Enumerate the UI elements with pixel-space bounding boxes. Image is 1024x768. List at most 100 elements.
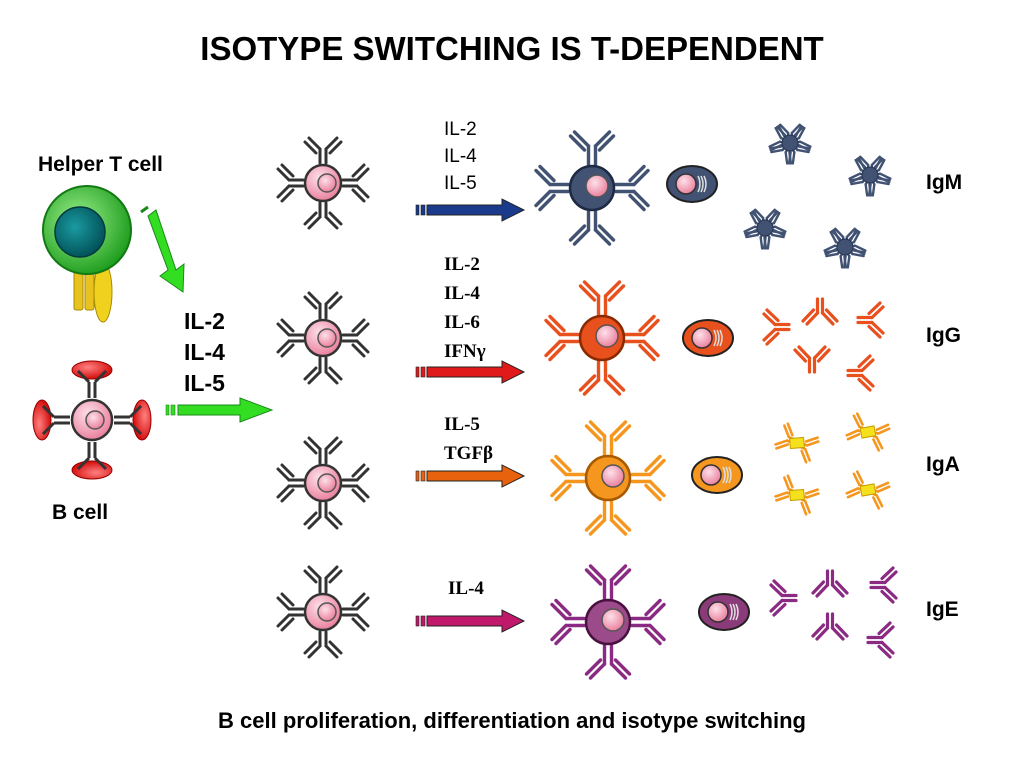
membrane-receptor [584, 644, 632, 680]
membrane-receptor [624, 314, 660, 362]
activated-b-cell [544, 280, 660, 396]
helper-cell-nucleus [54, 206, 106, 258]
cytokine-label: IL-2 [184, 308, 225, 334]
membrane-receptor [276, 592, 305, 632]
cytokine-arrow [415, 198, 526, 222]
b-cell-label: B cell [52, 501, 109, 524]
membrane-receptor [534, 164, 570, 212]
membrane-receptor [276, 318, 305, 358]
row-igm-cytokines: IL-2 IL-4 IL-5 [444, 116, 477, 197]
cell-nucleus [317, 328, 337, 348]
helper-t-cell [42, 185, 132, 323]
row-igg-cytokines: IL-2 IL-4 IL-6 IFNγ [444, 250, 486, 366]
antigen-tip [71, 460, 113, 480]
isotype-row-igg [276, 280, 734, 396]
isotype-row-iga [276, 420, 743, 536]
cytokine-label: TGFβ [444, 443, 494, 464]
naive-b-cell [276, 565, 370, 659]
cytokine-label: IL-5 [184, 370, 225, 396]
igg-antibody [762, 308, 791, 346]
igm-pentamer [823, 227, 867, 269]
cell-nucleus [317, 602, 337, 622]
page-title: ISOTYPE SWITCHING IS T-DEPENDENT [200, 30, 824, 67]
ige-antibody [811, 569, 849, 598]
membrane-receptor [303, 436, 343, 465]
helper-t-cell-label: Helper T cell [38, 153, 163, 176]
cytokine-arrow [415, 360, 526, 384]
igm-pentamer [768, 123, 812, 165]
cell-nucleus [601, 608, 625, 632]
isotype-label-igg: IgG [926, 324, 961, 347]
iga-dimer [774, 474, 820, 516]
cytokine-label: IL-4 [184, 339, 225, 365]
iga-dimer [774, 422, 820, 464]
membrane-receptor [341, 463, 370, 503]
membrane-receptor [584, 564, 632, 600]
isotype-label-ige: IgE [926, 598, 959, 621]
membrane-receptor [341, 318, 370, 358]
secreted-igg [762, 297, 885, 392]
iga-dimer [845, 412, 891, 452]
secreted-igm [743, 123, 892, 269]
membrane-receptor [584, 500, 632, 536]
antigen-tip [71, 360, 113, 380]
membrane-receptor [276, 463, 305, 503]
naive-b-cell [276, 436, 370, 530]
ige-antibody [811, 612, 849, 641]
cell-nucleus [317, 173, 337, 193]
green-diagonal-arrow [140, 205, 185, 293]
activated-b-cell [550, 564, 666, 680]
isotype-label-igm: IgM [926, 171, 963, 194]
igg-antibody [801, 297, 839, 326]
membrane-receptor [584, 420, 632, 456]
membrane-receptor [303, 136, 343, 165]
membrane-receptor [544, 314, 580, 362]
naive-b-cell [276, 291, 370, 385]
membrane-receptor [71, 442, 113, 480]
membrane-receptor [303, 201, 343, 230]
membrane-receptor [578, 280, 626, 316]
cytokine-label: IL-4 [448, 578, 484, 599]
ige-antibody [866, 621, 895, 659]
igm-pentamer [848, 155, 892, 197]
cytokine-label: IL-4 [444, 283, 480, 304]
cytokine-label: IL-5 [444, 173, 477, 194]
secreted-ige [769, 566, 898, 659]
row-iga-cytokines: IL-5 TGFβ [444, 410, 493, 468]
b-cell [32, 360, 152, 480]
plasma-cell [698, 593, 750, 631]
isotype-row-igm [276, 130, 718, 246]
membrane-receptor [32, 399, 70, 441]
membrane-receptor [568, 130, 616, 166]
membrane-receptor [630, 454, 666, 502]
b-cell-nucleus [85, 410, 105, 430]
activated-b-cell [550, 420, 666, 536]
cytokine-label: IL-5 [444, 414, 480, 435]
cell-nucleus [595, 324, 619, 348]
igg-antibody [793, 345, 831, 374]
igm-pentamer [743, 208, 787, 250]
row-ige-cytokines: IL-4 [448, 578, 484, 600]
ige-antibody [869, 566, 898, 604]
membrane-receptor [303, 291, 343, 320]
cytokine-label: IL-6 [444, 312, 480, 333]
ige-antibody [769, 579, 798, 617]
iga-dimer [845, 470, 891, 510]
membrane-receptor [568, 210, 616, 246]
plasma-cell [682, 319, 734, 357]
membrane-receptor [114, 399, 152, 441]
membrane-receptor [550, 598, 586, 646]
cytokine-label: IL-4 [444, 146, 477, 167]
membrane-receptor [71, 360, 113, 398]
cytokine-arrow [415, 609, 526, 633]
cell-nucleus [317, 473, 337, 493]
plasma-cell [666, 165, 718, 203]
membrane-receptor [303, 630, 343, 659]
antigen-tip [132, 399, 152, 441]
naive-b-cell [276, 136, 370, 230]
membrane-receptor [550, 454, 586, 502]
secreted-iga [774, 412, 891, 516]
membrane-receptor [303, 565, 343, 594]
plasma-cell [691, 456, 743, 494]
